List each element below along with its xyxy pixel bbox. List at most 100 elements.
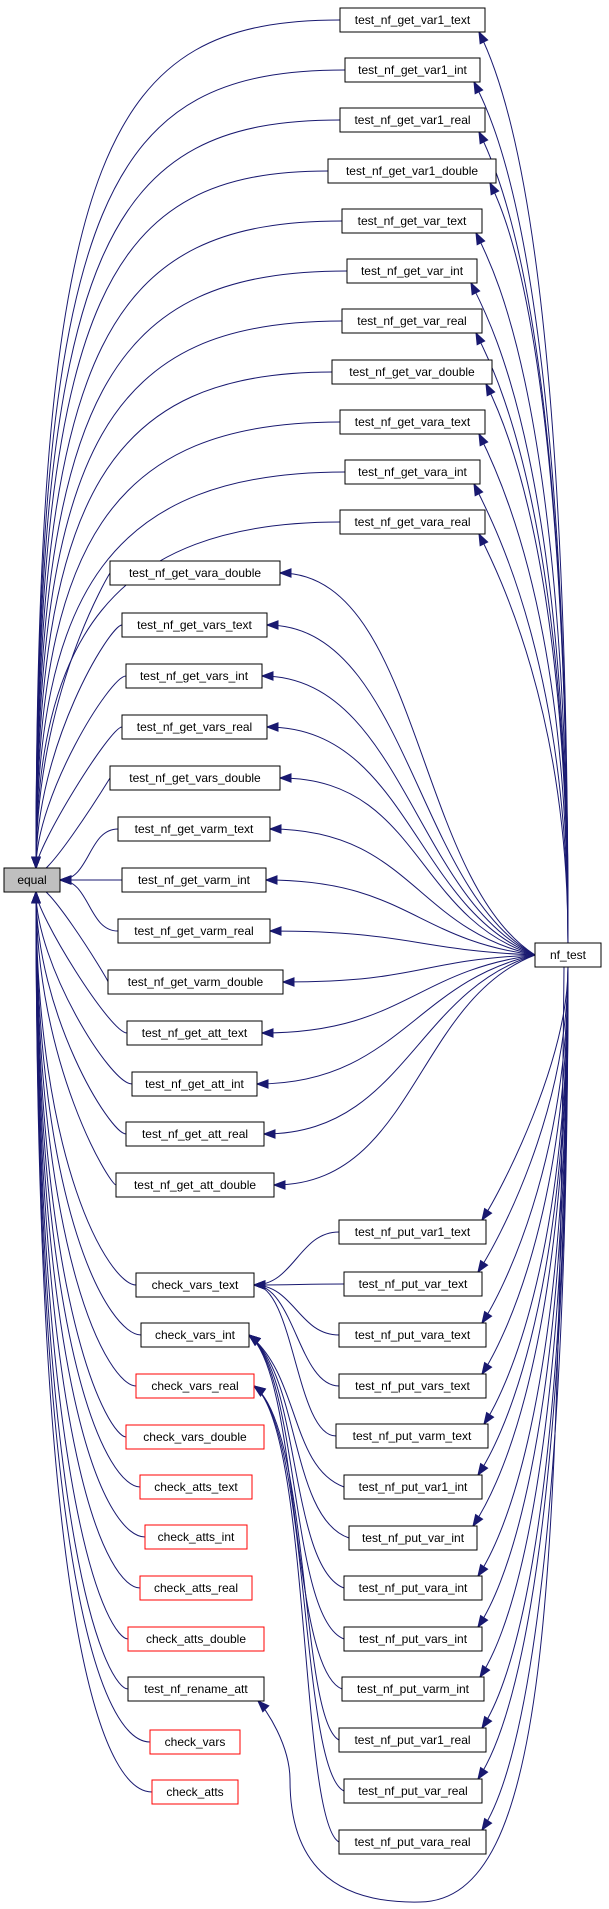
node-test-nf-get-varm-real[interactable]: test_nf_get_varm_real — [117, 918, 271, 944]
edge-test_nf_get_vara_text-to-equal — [35, 421, 341, 869]
node-test-nf-get-var1-int[interactable]: test_nf_get_var1_int — [344, 57, 481, 83]
node-label: test_nf_get_var1_real — [354, 113, 470, 127]
node-test-nf-rename-att[interactable]: test_nf_rename_att — [127, 1676, 265, 1702]
node-label: test_nf_put_var_int — [362, 1531, 465, 1545]
edge-nf_test-to-test_nf_put_vara_int — [477, 966, 569, 1577]
node-check-atts-int[interactable]: check_atts_int — [144, 1524, 248, 1550]
node-test-nf-get-varm-double[interactable]: test_nf_get_varm_double — [107, 969, 284, 995]
edge-nf_test-to-test_nf_put_varm_int — [479, 966, 569, 1678]
node-test-nf-get-att-real[interactable]: test_nf_get_att_real — [125, 1121, 265, 1147]
node-test-nf-get-vara-text[interactable]: test_nf_get_vara_text — [339, 409, 486, 435]
node-test-nf-put-vars-int[interactable]: test_nf_put_vars_int — [343, 1626, 483, 1652]
node-check-vars-text[interactable]: check_vars_text — [135, 1272, 255, 1298]
edge-nf_test-to-test_nf_get_vars_real — [266, 726, 536, 956]
edge-nf_test-to-test_nf_put_vara_text-arrowhead — [481, 1310, 493, 1325]
node-test-nf-get-vara-double[interactable]: test_nf_get_vara_double — [109, 560, 281, 586]
node-check-vars-real[interactable]: check_vars_real — [135, 1373, 255, 1399]
node-test-nf-put-vara-text[interactable]: test_nf_put_vara_text — [338, 1322, 487, 1348]
node-test-nf-get-vars-double[interactable]: test_nf_get_vars_double — [109, 765, 281, 791]
node-box — [109, 765, 281, 791]
node-test-nf-get-var-int[interactable]: test_nf_get_var_int — [346, 258, 478, 284]
node-test-nf-get-var-real[interactable]: test_nf_get_var_real — [341, 308, 483, 334]
node-box — [338, 1219, 487, 1245]
node-check-vars[interactable]: check_vars — [149, 1729, 241, 1755]
edge-nf_test-to-test_nf_get_var_text — [475, 232, 569, 944]
node-label: test_nf_get_var_real — [357, 314, 466, 328]
edge-check_vars_text-to-equal — [35, 891, 137, 1286]
node-check-vars-double[interactable]: check_vars_double — [125, 1424, 265, 1450]
edge-nf_test-to-test_nf_put_vars_int-arrowhead — [477, 1614, 489, 1629]
node-check-atts[interactable]: check_atts — [151, 1779, 239, 1805]
node-test-nf-get-att-text[interactable]: test_nf_get_att_text — [126, 1020, 263, 1046]
node-box — [343, 1474, 483, 1500]
node-test-nf-get-var1-real[interactable]: test_nf_get_var1_real — [339, 107, 486, 133]
node-check-vars-int[interactable]: check_vars_int — [140, 1322, 250, 1348]
node-test-nf-put-vara-real[interactable]: test_nf_put_vara_real — [338, 1829, 487, 1855]
edge-nf_test-to-test_nf_get_varm_double — [282, 954, 536, 983]
node-nf-test[interactable]: nf_test — [534, 942, 602, 968]
node-test-nf-put-varm-text[interactable]: test_nf_put_varm_text — [335, 1423, 489, 1449]
node-test-nf-put-vara-int[interactable]: test_nf_put_vara_int — [343, 1575, 483, 1601]
node-label: test_nf_put_var1_real — [354, 1733, 470, 1747]
node-box — [534, 942, 602, 968]
node-test-nf-get-vara-real[interactable]: test_nf_get_vara_real — [339, 509, 486, 535]
edge-test_nf_put_var1_int-to-check_vars_int — [248, 1334, 345, 1488]
node-test-nf-put-var-int[interactable]: test_nf_put_var_int — [348, 1525, 478, 1551]
edge-check_vars_double-to-equal — [35, 891, 127, 1438]
node-test-nf-put-var-text[interactable]: test_nf_put_var_text — [343, 1271, 483, 1297]
node-box — [127, 1676, 265, 1702]
node-test-nf-put-var1-text[interactable]: test_nf_put_var1_text — [338, 1219, 487, 1245]
node-test-nf-put-var1-int[interactable]: test_nf_put_var1_int — [343, 1474, 483, 1500]
edge-nf_test-to-test_nf_get_vars_int-arrowhead — [260, 671, 274, 681]
node-test-nf-get-var1-double[interactable]: test_nf_get_var1_double — [327, 158, 497, 184]
node-box — [338, 1373, 487, 1399]
node-label: test_nf_put_var_text — [359, 1277, 468, 1291]
node-test-nf-get-varm-text[interactable]: test_nf_get_varm_text — [117, 816, 271, 842]
edge-check_vars_real-to-equal — [35, 891, 137, 1387]
edge-nf_test-to-test_nf_get_vara_real-arrowhead — [478, 532, 489, 547]
node-label: test_nf_get_vars_real — [137, 720, 252, 734]
node-box — [121, 867, 267, 893]
edge-test_nf_get_var1_real-to-equal — [35, 119, 341, 869]
node-test-nf-put-vars-text[interactable]: test_nf_put_vars_text — [338, 1373, 487, 1399]
edge-nf_test-to-test_nf_get_vars_double-arrowhead — [278, 773, 292, 783]
edge-test_nf_get_var_real-to-equal — [35, 320, 343, 869]
node-box — [3, 867, 61, 893]
node-test-nf-get-varm-int[interactable]: test_nf_get_varm_int — [121, 867, 267, 893]
edge-test_nf_put_var1_real-to-check_vars_real — [253, 1385, 340, 1741]
edge-test_nf_get_vars_int-to-equal — [35, 675, 127, 869]
node-test-nf-put-var1-real[interactable]: test_nf_put_var1_real — [338, 1727, 487, 1753]
node-label: test_nf_get_var1_double — [346, 164, 478, 178]
node-box — [125, 1424, 265, 1450]
node-check-atts-text[interactable]: check_atts_text — [139, 1474, 253, 1500]
edge-nf_test-to-test_nf_get_var1_int-arrowhead — [473, 80, 484, 95]
node-test-nf-get-att-int[interactable]: test_nf_get_att_int — [131, 1071, 258, 1097]
node-test-nf-get-att-double[interactable]: test_nf_get_att_double — [115, 1172, 275, 1198]
edge-nf_test-to-test_nf_get_vara_double-arrowhead — [278, 568, 292, 578]
node-box — [121, 714, 268, 740]
node-test-nf-get-var-double[interactable]: test_nf_get_var_double — [331, 359, 493, 385]
edge-test_nf_put_var_int-to-check_vars_int — [248, 1334, 350, 1539]
node-box — [109, 560, 281, 586]
node-test-nf-get-vars-real[interactable]: test_nf_get_vars_real — [121, 714, 268, 740]
node-test-nf-put-varm-int[interactable]: test_nf_put_varm_int — [341, 1676, 485, 1702]
node-test-nf-get-var1-text[interactable]: test_nf_get_var1_text — [339, 7, 486, 33]
node-box — [127, 1626, 265, 1652]
node-test-nf-get-var-text[interactable]: test_nf_get_var_text — [341, 208, 483, 234]
edge-nf_test-to-test_nf_get_vara_text — [478, 433, 569, 944]
node-equal[interactable]: equal — [3, 867, 61, 893]
edge-nf_test-to-test_nf_get_att_int-arrowhead — [255, 1079, 269, 1089]
node-test-nf-get-vars-int[interactable]: test_nf_get_vars_int — [125, 663, 263, 689]
node-check-atts-double[interactable]: check_atts_double — [127, 1626, 265, 1652]
edge-test_nf_get_vara_int-to-equal — [35, 471, 346, 869]
node-label: test_nf_get_var_double — [349, 365, 475, 379]
node-check-atts-real[interactable]: check_atts_real — [139, 1575, 253, 1601]
node-test-nf-put-var-real[interactable]: test_nf_put_var_real — [343, 1778, 483, 1804]
node-label: check_atts_text — [154, 1480, 238, 1494]
node-test-nf-get-vars-text[interactable]: test_nf_get_vars_text — [121, 612, 268, 638]
edge-test_nf_get_varm_double-to-equal — [35, 887, 109, 983]
edge-nf_test-to-test_nf_get_varm_int — [265, 879, 536, 956]
edge-nf_test-to-test_nf_get_vars_double — [279, 777, 536, 956]
node-test-nf-get-vara-int[interactable]: test_nf_get_vara_int — [344, 459, 481, 485]
node-box — [346, 258, 478, 284]
